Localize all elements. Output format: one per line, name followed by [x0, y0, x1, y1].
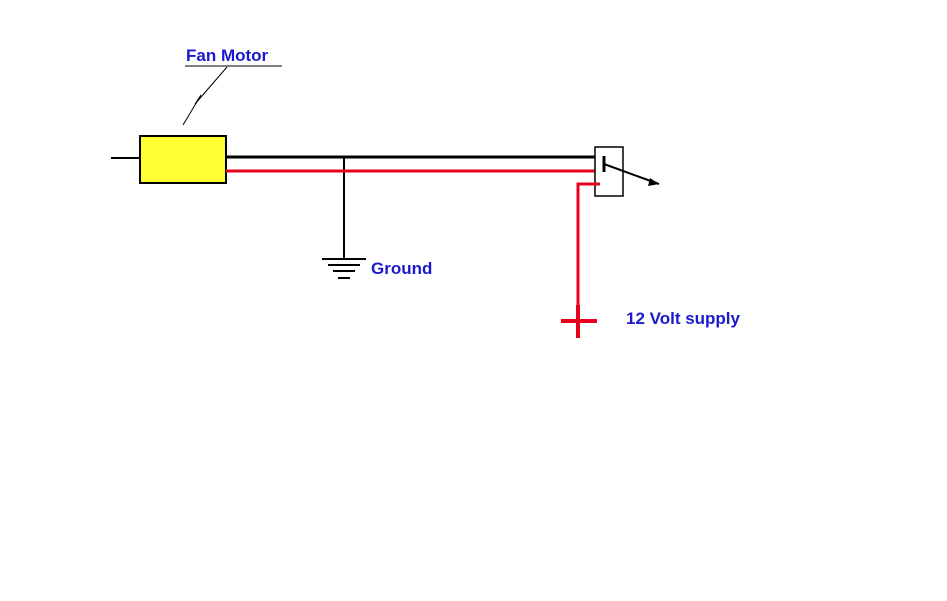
fan-motor-label: Fan Motor	[186, 46, 269, 65]
ground-label: Ground	[371, 259, 433, 278]
plus-icon	[561, 305, 597, 338]
switch-icon	[594, 146, 660, 197]
supply-wire	[576, 182, 600, 338]
ground-icon	[322, 258, 366, 279]
supply-label: 12 Volt supply	[626, 309, 740, 328]
fan-motor-leader	[182, 65, 282, 126]
fan-motor-box	[139, 135, 227, 184]
